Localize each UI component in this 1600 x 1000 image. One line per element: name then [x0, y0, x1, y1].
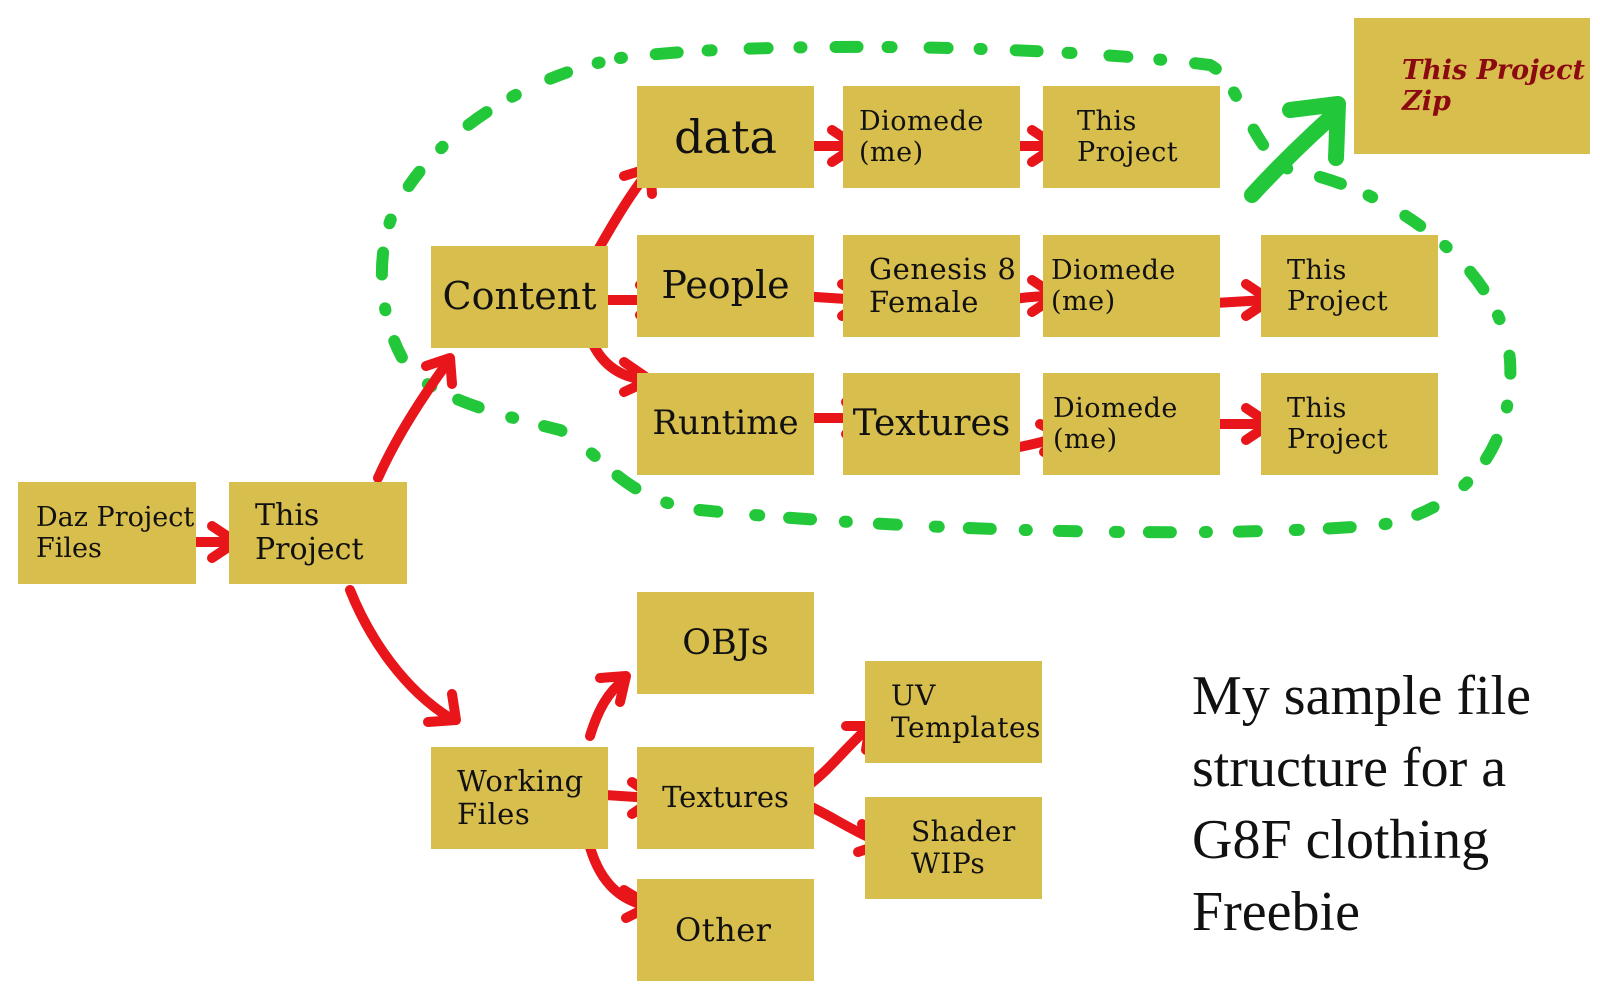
zip-arrow-head [1282, 96, 1346, 166]
node-label: (me) [1053, 424, 1118, 455]
node-label: Working [457, 763, 584, 798]
node-label: This [1287, 392, 1347, 424]
node-label: WIPs [911, 847, 986, 880]
node-label: Other [675, 910, 772, 949]
node-label: Shader [911, 814, 1016, 848]
node-runtime: Runtime [637, 373, 814, 475]
node-label: Project [255, 532, 364, 567]
node-people-this-project: This Project [1261, 235, 1438, 337]
node-label: Textures [852, 403, 1011, 445]
node-working-textures: Textures [637, 747, 814, 849]
node-people-diomede: Diomede (me) [1043, 235, 1220, 337]
node-this-project-zip: This Project Zip [1354, 18, 1590, 154]
caption-line: structure for a [1192, 737, 1507, 799]
arrow-project-to-working [345, 585, 461, 727]
caption-line: My sample file [1192, 665, 1532, 727]
node-people: People [637, 235, 814, 337]
node-working-files: Working Files [431, 747, 608, 849]
node-label: Zip [1402, 86, 1451, 117]
node-label: This [255, 497, 320, 533]
arrow-working-to-objs [585, 671, 631, 741]
node-data: data [637, 86, 814, 188]
node-uv-templates: UV Templates [865, 661, 1042, 763]
diagram-caption: My sample file structure for a G8F cloth… [1192, 660, 1592, 948]
node-label: This [1077, 105, 1137, 137]
node-daz-project-files: Daz Project Files [18, 482, 196, 584]
node-label: Textures [662, 780, 789, 815]
node-label: This Project [1402, 54, 1585, 86]
zip-arrow [1244, 110, 1338, 203]
node-label: Project [1287, 424, 1389, 455]
node-label: Files [36, 533, 102, 564]
node-label: UV [891, 678, 936, 712]
node-data-diomede: Diomede (me) [843, 86, 1020, 188]
node-runtime-textures: Textures [843, 373, 1020, 475]
node-label: Project [1077, 137, 1179, 168]
node-label: Diomede [859, 105, 984, 137]
node-objs: OBJs [637, 592, 814, 694]
caption-line: G8F clothing [1192, 809, 1490, 871]
caption-line: Freebie [1192, 881, 1360, 943]
node-label: Female [869, 285, 979, 319]
node-runtime-this-project: This Project [1261, 373, 1438, 475]
node-content: Content [431, 246, 608, 348]
node-other: Other [637, 879, 814, 981]
node-data-this-project: This Project [1043, 86, 1220, 188]
node-label: Project [1287, 286, 1389, 317]
node-label: Content [442, 274, 597, 319]
arrow-project-to-content [373, 353, 457, 483]
node-label: OBJs [682, 622, 769, 663]
node-label: Daz Project [36, 501, 195, 533]
node-runtime-diomede: Diomede (me) [1043, 373, 1220, 475]
arrow-textures-to-uv [800, 721, 875, 793]
node-label: Diomede [1053, 392, 1178, 424]
node-label: (me) [859, 137, 924, 168]
node-label: Diomede [1051, 254, 1176, 286]
node-shader-wips: Shader WIPs [865, 797, 1042, 899]
node-genesis-8-female: Genesis 8 Female [843, 235, 1020, 337]
node-label: People [661, 263, 790, 308]
content-group-outline [375, 40, 1517, 539]
node-label: (me) [1051, 286, 1116, 317]
node-label: data [674, 109, 777, 164]
node-label: Templates [891, 711, 1041, 744]
node-label: This [1287, 254, 1347, 286]
node-label: Files [457, 797, 531, 831]
node-label: Genesis 8 [869, 251, 1017, 286]
node-label: Runtime [652, 403, 799, 444]
node-this-project-root: This Project [229, 482, 407, 584]
